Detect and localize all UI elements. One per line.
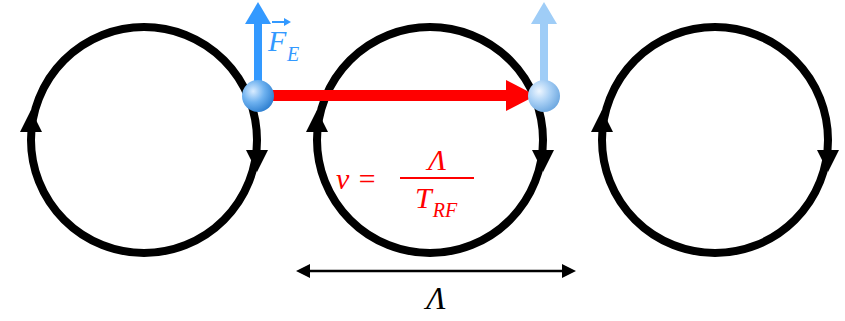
fraction-numerator: Λ (428, 145, 446, 175)
direction-head (246, 150, 268, 172)
force-arrow-ghost (531, 2, 557, 24)
orbit-circle (317, 27, 543, 253)
direction-head (306, 110, 328, 132)
direction-head (20, 110, 42, 132)
dimension-head (562, 264, 576, 278)
dimension-line (306, 270, 566, 273)
dimension-head (296, 264, 310, 278)
direction-head (591, 110, 613, 132)
velocity-arrow (270, 90, 508, 101)
velocity-symbol: v = (336, 164, 377, 194)
fraction-bar (400, 177, 474, 179)
direction-head (817, 150, 839, 172)
force-subscript: E (287, 44, 299, 64)
force-arrow (254, 22, 262, 82)
orbit-circle (31, 27, 257, 253)
force-arrow (245, 2, 271, 24)
particle-ghost (528, 80, 560, 112)
direction-head (532, 150, 554, 172)
dimension-label: Λ (426, 282, 445, 314)
force-arrow-ghost (540, 22, 548, 82)
fraction-denominator: T (415, 183, 432, 213)
particle (242, 80, 274, 112)
fraction-subscript: RF (433, 200, 457, 220)
vector-mark (284, 18, 291, 26)
force-symbol: F (268, 26, 286, 56)
orbit-circle (602, 27, 828, 253)
